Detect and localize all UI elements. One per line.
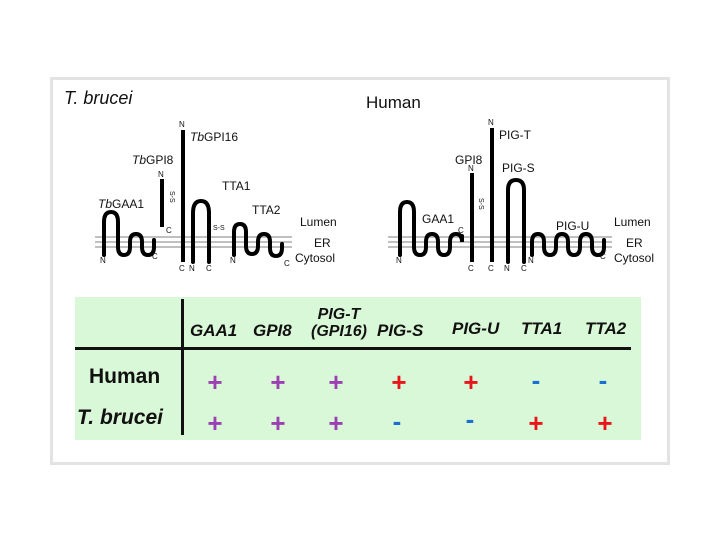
cell-human-pigt: +	[328, 367, 344, 397]
tbgaa1-c-terminus: C	[152, 252, 158, 261]
cell-tbrucei-gpi8: +	[270, 408, 286, 438]
tbgpi8-n-terminus: N	[158, 170, 164, 179]
cell-human-tta1: -	[531, 365, 541, 395]
pigs-n-terminus: N	[504, 264, 510, 273]
tta2-c-terminus: C	[284, 259, 290, 268]
tta2-n-terminus: N	[230, 256, 236, 265]
pigu-label: PIG-U	[556, 219, 589, 233]
cell-tbrucei-tta1: +	[528, 408, 544, 438]
gpi8-c-terminus: C	[468, 264, 474, 273]
column-header-tta1: TTA1	[521, 319, 563, 338]
tbgpi16-n-terminus: N	[179, 120, 185, 129]
gpi8-label: GPI8	[455, 153, 483, 167]
tbgpi16-prefix: Tb	[190, 130, 204, 144]
cell-human-tta2: -	[598, 365, 608, 395]
tbgaa1-n-terminus: N	[100, 256, 106, 265]
tta2-protein	[232, 221, 284, 259]
pigt-c-terminus: C	[488, 264, 494, 273]
gpi8-n-terminus: N	[468, 164, 474, 173]
membrane-topology-diagram: T. brucei Tb GAA1 N C Tb GPI8 N C S-S Tb…	[64, 88, 654, 273]
tbgaa1-prefix: Tb	[98, 197, 112, 211]
cell-human-pigu: +	[463, 367, 479, 397]
pigs-protein	[506, 177, 526, 264]
column-header-pigt-name: PIG-T	[317, 306, 361, 323]
cell-tbrucei-pigt: +	[328, 408, 344, 438]
tbgaa1-protein	[102, 209, 156, 258]
cell-tbrucei-pigs: -	[392, 406, 402, 436]
disulfide-bond-1: S-S	[168, 191, 175, 203]
cell-human-gaa1: +	[207, 367, 223, 397]
cell-tbrucei-tta2: +	[597, 408, 613, 438]
cytosol-label-human: Cytosol	[614, 251, 654, 265]
pigu-c-terminus: C	[600, 252, 606, 261]
disulfide-bond-3: S-S	[477, 198, 484, 210]
column-header-gpi8: GPI8	[253, 321, 292, 340]
gaa1-n-terminus: N	[396, 256, 402, 265]
cell-tbrucei-pigu: -	[465, 404, 475, 434]
gaa1-label: GAA1	[422, 212, 454, 226]
pigs-label: PIG-S	[502, 161, 535, 175]
tbgpi8-prefix: Tb	[132, 153, 146, 167]
er-label-tbrucei: ER	[314, 236, 331, 250]
cell-human-gpi8: +	[270, 367, 286, 397]
column-header-gaa1: GAA1	[190, 321, 238, 340]
pigt-label: PIG-T	[499, 128, 532, 142]
lumen-label-human: Lumen	[614, 215, 651, 229]
human-panel: Human GAA1 N C GPI8 N C S-S PIG-T N C PI…	[366, 93, 654, 273]
tbgpi16-c-terminus: C	[179, 264, 185, 273]
cell-human-pigs: +	[391, 367, 407, 397]
row-label-human: Human	[89, 365, 161, 388]
column-header-pigt-alias: (GPI16)	[310, 323, 367, 340]
tta2-label: TTA2	[252, 203, 281, 217]
human-title: Human	[366, 93, 421, 112]
pigs-c-terminus: C	[521, 264, 527, 273]
table-header-divider	[75, 347, 631, 350]
gaa1-c-terminus: C	[458, 226, 464, 235]
tbgaa1-name: GAA1	[112, 197, 144, 211]
tbgpi16-name: GPI16	[204, 130, 238, 144]
table-row-header-divider	[181, 299, 184, 435]
tbrucei-title: T. brucei	[64, 88, 133, 108]
pigt-n-terminus: N	[488, 118, 494, 127]
row-label-tbrucei: T. brucei	[77, 406, 163, 429]
tta1-protein	[191, 198, 211, 264]
column-header-pigs: PIG-S	[377, 321, 424, 340]
column-header-pigt: PIG-T (GPI16)	[303, 306, 375, 340]
column-header-tta2: TTA2	[585, 319, 627, 338]
lumen-label-tbrucei: Lumen	[300, 215, 337, 229]
cytosol-label-tbrucei: Cytosol	[295, 251, 335, 265]
tta1-n-terminus: N	[189, 264, 195, 273]
cell-tbrucei-gaa1: +	[207, 408, 223, 438]
tta1-c-terminus: C	[206, 264, 212, 273]
er-label-human: ER	[626, 236, 643, 250]
comparison-table: GAA1 GPI8 PIG-T (GPI16) PIG-S PIG-U TTA1…	[75, 297, 641, 440]
tta1-label: TTA1	[222, 179, 251, 193]
column-header-pigu: PIG-U	[452, 319, 500, 338]
gaa1-protein	[398, 199, 464, 258]
tbgpi8-name: GPI8	[146, 153, 174, 167]
tbgpi8-c-terminus: C	[166, 226, 172, 235]
pigu-n-terminus: N	[528, 256, 534, 265]
disulfide-bond-2: S-S	[213, 225, 225, 232]
pigu-protein	[530, 231, 606, 258]
tbrucei-panel: T. brucei Tb GAA1 N C Tb GPI8 N C S-S Tb…	[64, 88, 337, 273]
